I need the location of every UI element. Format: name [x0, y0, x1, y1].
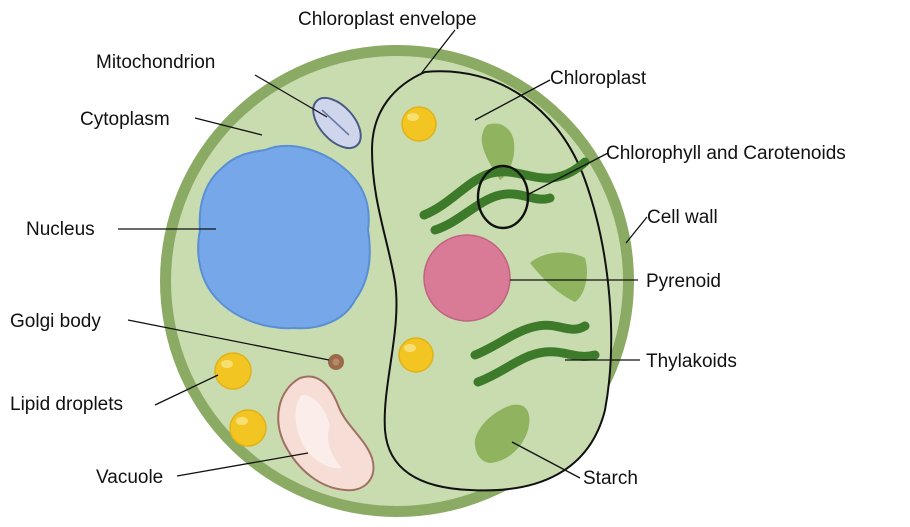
label-cytoplasm: Cytoplasm — [80, 109, 170, 130]
label-mitochondrion: Mitochondrion — [96, 52, 215, 73]
label-lipid-droplets: Lipid droplets — [10, 394, 123, 415]
label-chlorophyll-and-carotenoids: Chlorophyll and Carotenoids — [606, 143, 846, 164]
label-vacuole: Vacuole — [96, 467, 163, 488]
label-starch: Starch — [583, 468, 638, 489]
label-cell-wall: Cell wall — [647, 207, 718, 228]
lipid-droplet — [402, 107, 436, 141]
label-chloroplast: Chloroplast — [550, 68, 647, 89]
golgi-body-core — [333, 359, 340, 366]
pyrenoid-shape — [424, 235, 510, 321]
lipid-droplet — [215, 353, 251, 389]
label-nucleus: Nucleus — [26, 219, 95, 240]
label-golgi-body: Golgi body — [10, 311, 101, 332]
leader-cell-wall — [626, 217, 647, 243]
lipid-droplet — [399, 338, 433, 372]
label-thylakoids: Thylakoids — [646, 351, 737, 372]
lipid-droplet — [230, 410, 266, 446]
nucleus-shape — [198, 146, 370, 328]
label-chloroplast-envelope: Chloroplast envelope — [298, 9, 477, 30]
label-pyrenoid: Pyrenoid — [646, 271, 721, 292]
